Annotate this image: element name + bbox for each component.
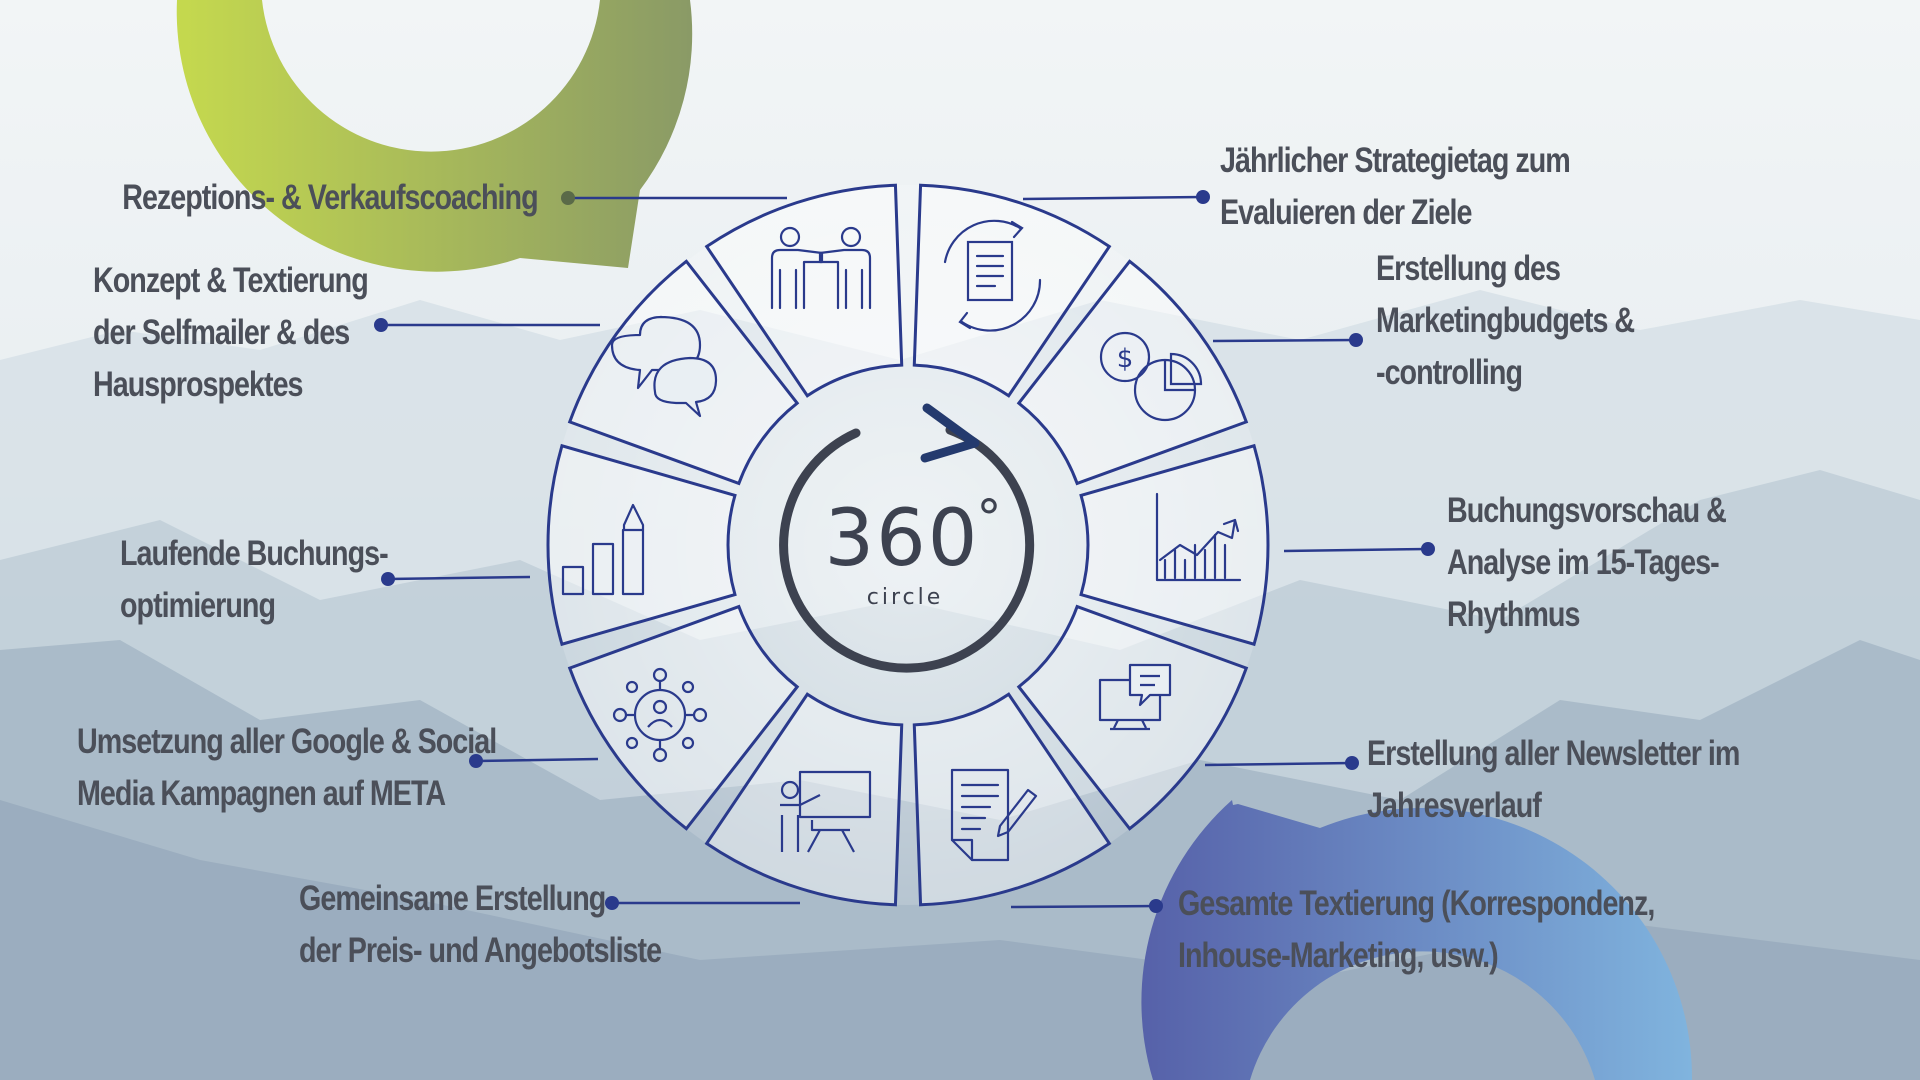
- label-newsletter-line-2: Jahresverlauf: [1367, 786, 1542, 825]
- label-reception-line-1: Rezeptions- & Verkaufscoaching: [122, 178, 539, 217]
- connector-dot: [561, 191, 575, 205]
- label-budget-line-2: Marketingbudgets &: [1376, 301, 1635, 340]
- label-preview-line-3: Rhythmus: [1447, 595, 1580, 634]
- label-preview-line-2: Analyse im 15-Tages-: [1447, 543, 1720, 582]
- label-strategy-day: Jährlicher Strategietag zum Evaluieren d…: [1220, 135, 1571, 239]
- label-budget-line-3: -controlling: [1376, 353, 1523, 392]
- svg-text:$: $: [1117, 344, 1134, 374]
- label-texting-line-1: Gesamte Textierung (Korrespondenz,: [1178, 884, 1655, 923]
- monitor-chat-icon: [1098, 663, 1172, 731]
- connector-dot: [1149, 899, 1163, 913]
- label-concept-line-1: Konzept & Textierung: [93, 261, 369, 300]
- connector-line: [1204, 761, 1353, 767]
- network-person-icon: [612, 667, 708, 763]
- connector-dot: [469, 754, 483, 768]
- label-google-line-1: Umsetzung aller Google & Social: [77, 722, 497, 761]
- label-booking-opt-line-2: optimierung: [120, 586, 276, 625]
- wheel-segment: [567, 604, 800, 831]
- connector-line: [1010, 904, 1157, 909]
- green-ring-decoration: [176, 0, 693, 272]
- label-texting: Gesamte Textierung (Korrespondenz, Inhou…: [1178, 878, 1655, 982]
- speech-bubbles-icon: [610, 315, 718, 418]
- label-booking-optimization: Laufende Buchungs- optimierung: [120, 528, 389, 632]
- center-arrow-icon: [920, 403, 980, 463]
- label-preview-line-1: Buchungsvorschau &: [1447, 491, 1727, 530]
- wheel-segment: [1079, 443, 1270, 647]
- center-ring-arc: [779, 425, 1035, 673]
- label-marketing-budget: Erstellung des Marketingbudgets & -contr…: [1376, 243, 1635, 399]
- label-strategy-line-2: Evaluieren der Ziele: [1220, 193, 1472, 232]
- center-degree: °: [977, 489, 1002, 547]
- connector-dot: [1349, 333, 1363, 347]
- connector-line: [475, 757, 599, 763]
- label-google-campaigns: Umsetzung aller Google & Social Media Ka…: [77, 716, 497, 820]
- label-budget-line-1: Erstellung des: [1376, 249, 1561, 288]
- label-concept-line-3: Hausprospektes: [93, 365, 304, 404]
- connector-line: [1212, 338, 1357, 343]
- connector-dot: [374, 318, 388, 332]
- label-reception: Rezeptions- & Verkaufscoaching: [122, 172, 539, 224]
- label-concept: Konzept & Textierung der Selfmailer & de…: [93, 255, 369, 411]
- label-concept-line-2: der Selfmailer & des: [93, 313, 350, 352]
- label-pricelist-line-2: der Preis- und Angebotsliste: [299, 931, 662, 970]
- label-pricelist-line-1: Gemeinsame Erstellung: [299, 879, 606, 918]
- label-newsletter: Erstellung aller Newsletter im Jahresver…: [1367, 728, 1740, 832]
- center-360-logo: 360 ° circle: [779, 403, 1035, 673]
- connector-dot: [1345, 756, 1359, 770]
- wheel-backdrop: [548, 185, 1268, 905]
- center-subtitle: circle: [867, 585, 944, 610]
- label-strategy-line-1: Jährlicher Strategietag zum: [1220, 141, 1571, 180]
- line-chart-icon: [1155, 492, 1242, 582]
- mountain-front: [0, 800, 1920, 1080]
- document-cycle-icon: [943, 219, 1042, 332]
- label-google-line-2: Media Kampagnen auf META: [77, 774, 446, 813]
- growth-bars-icon: [561, 503, 645, 596]
- connector-dot: [381, 572, 395, 586]
- presentation-icon: [780, 770, 872, 853]
- blue-ring-decoration: [1141, 800, 1693, 1080]
- connectors: [374, 190, 1435, 913]
- handshake-people-icon: [770, 226, 872, 310]
- wheel-segment: [1016, 604, 1249, 831]
- connector-dot: [1196, 190, 1210, 204]
- connector-dot: [605, 896, 619, 910]
- connector-dot: [1421, 542, 1435, 556]
- connector-line: [1022, 195, 1204, 201]
- label-texting-line-2: Inhouse-Marketing, usw.): [1178, 936, 1499, 975]
- label-booking-preview: Buchungsvorschau & Analyse im 15-Tages- …: [1447, 485, 1727, 641]
- center-title: 360: [825, 494, 980, 584]
- connector-line: [387, 575, 531, 581]
- label-booking-opt-line-1: Laufende Buchungs-: [120, 534, 389, 573]
- connector-line: [1283, 547, 1429, 553]
- document-pen-icon: [950, 768, 1038, 862]
- wheel-segment: [1016, 259, 1249, 486]
- label-newsletter-line-1: Erstellung aller Newsletter im: [1367, 734, 1740, 773]
- money-pie-icon: $: [1099, 331, 1203, 422]
- label-pricelist: Gemeinsame Erstellung der Preis- und Ang…: [299, 873, 662, 977]
